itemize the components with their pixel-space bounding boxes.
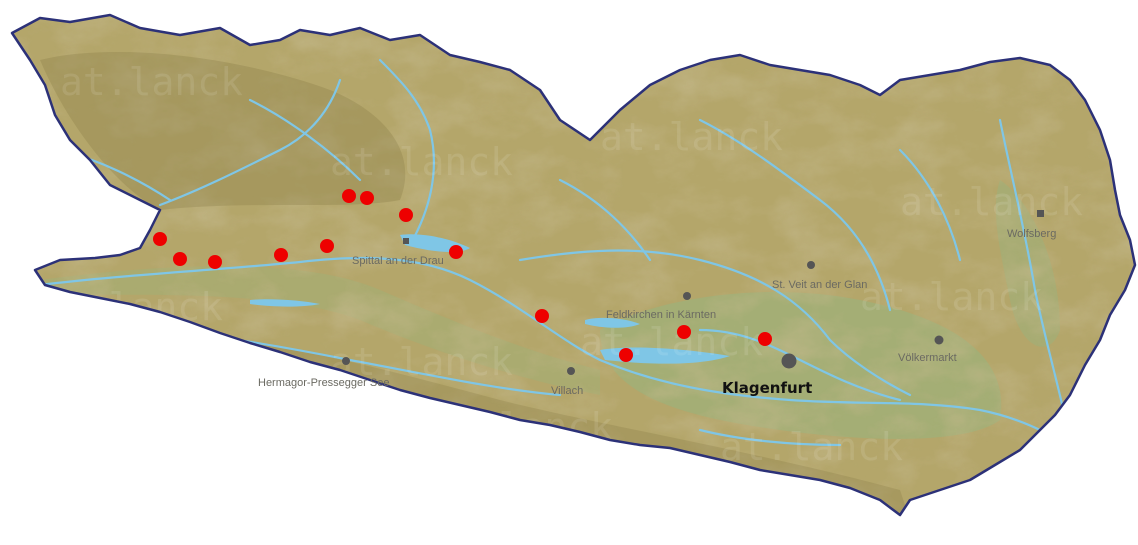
rivers xyxy=(38,58,1092,462)
city-dots xyxy=(342,210,1044,375)
marker[interactable] xyxy=(320,239,334,253)
marker[interactable] xyxy=(342,189,356,203)
label-feldkirchen: Feldkirchen in Kärnten xyxy=(606,309,717,321)
marker[interactable] xyxy=(274,248,288,262)
label-voelkermarkt: Völkermarkt xyxy=(898,352,957,364)
metnitz-river xyxy=(698,118,892,312)
label-wolfsberg: Wolfsberg xyxy=(1007,228,1057,240)
observation-markers xyxy=(153,189,772,362)
marker[interactable] xyxy=(360,191,374,205)
marker[interactable] xyxy=(208,255,222,269)
marker[interactable] xyxy=(677,325,691,339)
drau-river xyxy=(38,256,1092,462)
city-dot-spittal xyxy=(403,238,409,244)
malta-river xyxy=(248,98,362,182)
marker[interactable] xyxy=(153,232,167,246)
lavant-river xyxy=(998,118,1072,442)
watermark-text: at.lanck xyxy=(60,60,243,104)
tributary-east xyxy=(898,148,962,262)
marker[interactable] xyxy=(399,208,413,222)
marker[interactable] xyxy=(449,245,463,259)
lakes xyxy=(250,234,730,364)
label-villach: Villach xyxy=(551,385,584,397)
watermark-text: at.lanck xyxy=(330,140,513,184)
watermark-text: at.lanck xyxy=(900,180,1083,224)
state-border xyxy=(10,13,1137,517)
moell-river xyxy=(158,78,342,207)
city-dot-villach xyxy=(567,367,575,375)
watermark-text: at.lanck xyxy=(430,405,613,449)
label-klagenfurt: Klagenfurt xyxy=(722,379,813,397)
city-dot-wolfsberg xyxy=(1037,210,1044,217)
label-st-veit: St. Veit an der Glan xyxy=(772,279,868,291)
tributary-south xyxy=(698,428,842,447)
watermark-text: at.lanck xyxy=(600,115,783,159)
woerthersee xyxy=(600,347,730,364)
city-dot-voelkermarkt xyxy=(934,335,944,345)
watermark-text: at.lanck xyxy=(860,275,1043,319)
city-dot-hermagor xyxy=(342,357,350,365)
gurk-river xyxy=(518,249,912,397)
marker[interactable] xyxy=(619,348,633,362)
label-hermagor: Hermagor-Pressegger See xyxy=(258,377,390,389)
watermark-text: at.lanck xyxy=(720,425,903,469)
marker[interactable] xyxy=(173,252,187,266)
lieser-river xyxy=(378,58,436,247)
glan-river xyxy=(698,328,902,402)
north-tributary xyxy=(558,178,652,262)
marker[interactable] xyxy=(535,309,549,323)
label-spittal: Spittal an der Drau xyxy=(352,255,444,267)
watermark-text: at.lanck xyxy=(580,320,763,364)
city-dot-klagenfurt xyxy=(781,353,797,369)
city-dot-feldkirchen xyxy=(683,292,691,300)
city-dot-st-veit xyxy=(807,261,815,269)
marker[interactable] xyxy=(758,332,772,346)
ossiacher-see xyxy=(585,317,640,328)
weissensee xyxy=(250,299,320,307)
